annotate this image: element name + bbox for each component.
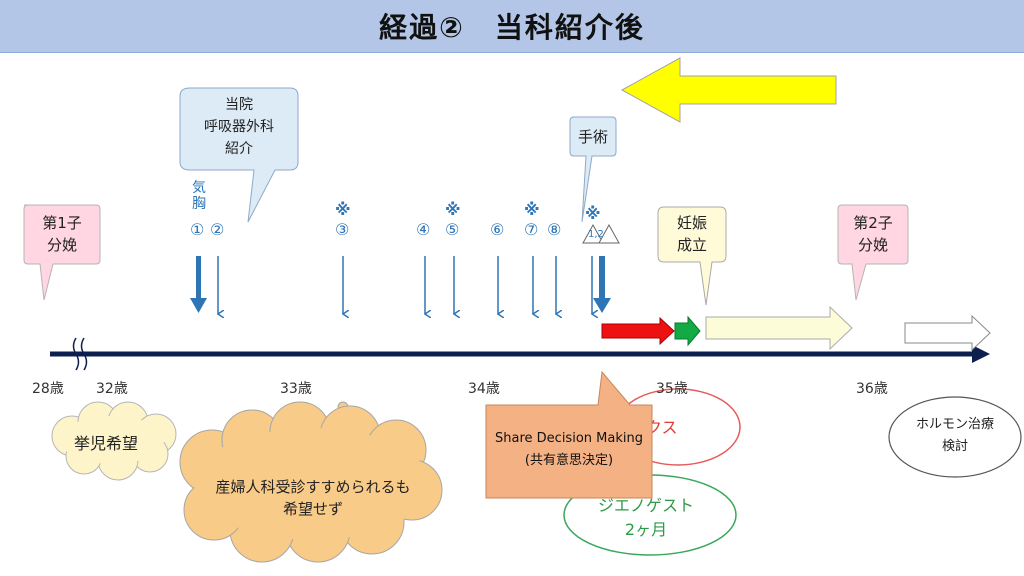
yellow-left-arrow	[620, 57, 837, 123]
title-bar: 経過② 当科紹介後	[0, 0, 1024, 53]
age-label-36: 36歳	[856, 381, 888, 397]
event-number-2: ②	[210, 220, 225, 239]
event-number-4: ④	[416, 220, 431, 239]
child-wish-text: 挙児希望	[74, 434, 139, 453]
event-number-3: ③	[335, 220, 350, 239]
white-future-arrow	[904, 314, 991, 352]
green-oval-text: ジエノゲスト 2ヶ月	[597, 496, 694, 539]
event-number-5: ⑤	[445, 220, 460, 239]
axis-break-mark	[80, 337, 88, 371]
age-label-33: 33歳	[280, 381, 312, 397]
triangle-marker-1	[582, 223, 604, 244]
callout-birth1-shape	[23, 204, 101, 301]
sdm-callout-shape	[485, 370, 653, 499]
timeline-arrowhead	[972, 345, 990, 363]
event-arrows	[190, 256, 611, 314]
kome-mark-7: ※	[524, 200, 540, 219]
age-label-32: 32歳	[96, 381, 128, 397]
age-label-34: 34歳	[468, 381, 500, 397]
page-title: 経過② 当科紹介後	[379, 11, 645, 44]
kome-mark-3: ※	[335, 200, 351, 219]
callout-referral-text: 当院 呼吸器外科 紹介	[204, 97, 274, 157]
event-number-6: ⑥	[490, 220, 505, 239]
thick-arrow-pneumothorax	[190, 256, 207, 313]
red-treatment-arrow	[601, 316, 675, 346]
age-label-35: 35歳	[656, 381, 688, 397]
callout-birth1-text: 第1子 分娩	[42, 214, 82, 254]
callout-pregnancy-shape	[657, 206, 727, 306]
cloud-child-wish	[51, 401, 177, 481]
callout-referral-shape	[179, 87, 299, 223]
callout-birth2-text: 第2子 分娩	[853, 214, 893, 254]
age-label-28: 28歳	[32, 381, 64, 397]
cloud-gyn-thought	[179, 401, 443, 563]
callout-pregnancy-text: 妊娠 成立	[676, 214, 707, 254]
thick-arrow-surgery	[593, 256, 611, 313]
kome-mark-5: ※	[445, 200, 461, 219]
callout-surgery-shape	[569, 116, 617, 223]
callout-surgery-text: 手術	[577, 128, 608, 146]
gyn-text: 産婦人科受診すすめられるも 希望せず	[215, 478, 411, 518]
kome-mark-surgery: ※	[585, 204, 601, 223]
triangle-label: 1,2	[588, 229, 604, 240]
callout-birth2-shape	[837, 204, 909, 301]
green-treatment-arrow	[674, 315, 701, 347]
axis-break-mark	[72, 337, 80, 371]
event-number-7: ⑦	[524, 220, 539, 239]
event-number-1: ①	[190, 220, 205, 239]
sdm-text: Share Decision Making (共有意思決定)	[495, 431, 643, 468]
oval-hormone	[888, 396, 1022, 478]
red-oval-text: クス	[646, 418, 678, 437]
triangle-marker-2	[598, 223, 620, 244]
cream-period-arrow	[705, 305, 853, 351]
pneumothorax-label: 気胸	[192, 180, 206, 212]
hormone-text: ホルモン治療 検討	[915, 417, 994, 454]
event-number-8: ⑧	[547, 220, 562, 239]
